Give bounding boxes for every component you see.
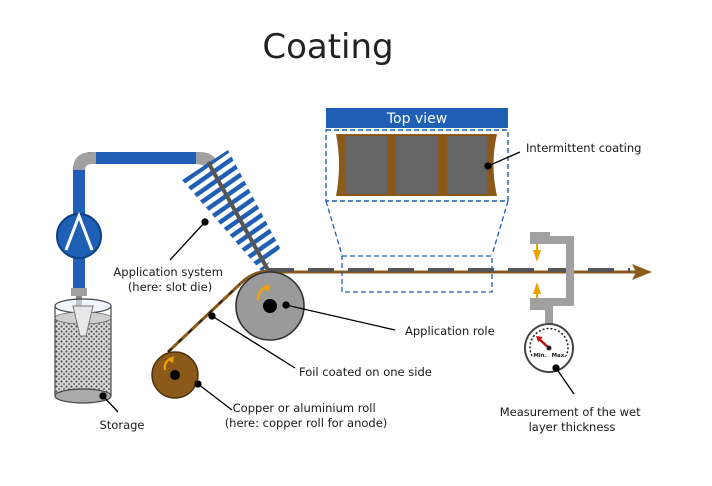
label-application-role: Application role — [405, 324, 495, 338]
measurement-device — [530, 232, 574, 324]
gauge-min-label: Min. — [533, 353, 546, 359]
top-view: Top view — [325, 108, 509, 293]
pump-icon — [56, 211, 102, 259]
label-application-system: Application system (here: slot die) — [113, 265, 226, 294]
label-storage: Storage — [100, 418, 145, 432]
label-foil-coated: Foil coated on one side — [299, 365, 432, 379]
diagram-title: Coating — [262, 27, 393, 67]
label-intermittent-coating: Intermittent coating — [526, 141, 641, 155]
leader-lines — [99, 151, 575, 413]
storage-tank-icon — [54, 298, 112, 404]
application-roll-icon — [235, 271, 305, 341]
top-view-label: Top view — [386, 111, 447, 127]
thickness-gauge-icon: Min. Max. — [524, 323, 574, 373]
top-view-banner — [326, 108, 508, 128]
label-measurement: Measurement of the wet layer thickness — [500, 405, 645, 434]
label-copper-roll: Copper or aluminium roll (here: copper r… — [225, 401, 388, 430]
gauge-max-label: Max. — [552, 353, 567, 359]
slot-die-icon — [182, 150, 280, 272]
copper-roll-icon — [151, 351, 199, 399]
pipe-system — [71, 152, 230, 314]
